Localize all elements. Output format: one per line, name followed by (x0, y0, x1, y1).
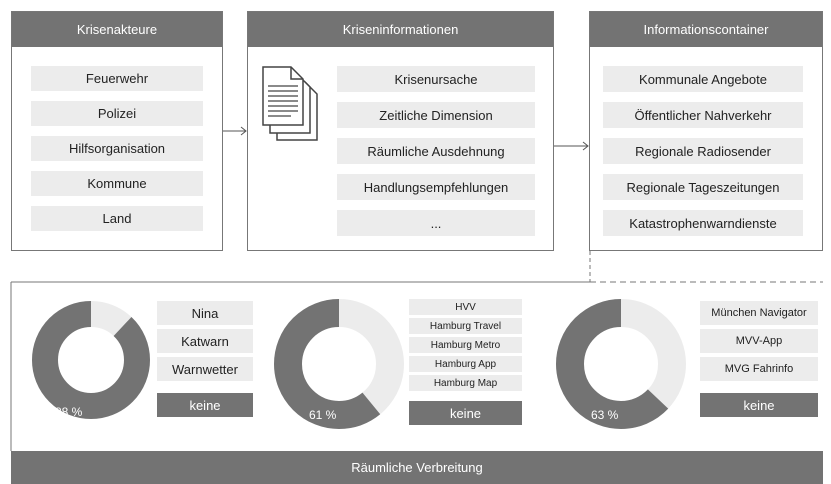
actor-item: Kommune (31, 171, 203, 196)
actor-item: Feuerwehr (31, 66, 203, 91)
donut-3-percent-label: 63 % (591, 408, 619, 422)
legend-app: Katwarn (157, 329, 253, 353)
legend-app: Hamburg App (409, 356, 522, 372)
legend-app: Hamburg Travel (409, 318, 522, 334)
container-item: Regionale Radiosender (603, 138, 803, 164)
legend-app: München Navigator (700, 301, 818, 325)
legend-app: Hamburg Metro (409, 337, 522, 353)
container-item: Kommunale Angebote (603, 66, 803, 92)
donut-chart-2 (274, 299, 404, 429)
container-item: Öffentlicher Nahverkehr (603, 102, 803, 128)
legend-app: MVG Fahrinfo (700, 357, 818, 381)
info-item: Zeitliche Dimension (337, 102, 535, 128)
panel-informationscontainer: Informationscontainer Kommunale Angebote… (589, 11, 823, 251)
arrow-info-to-containers-head (582, 141, 589, 151)
legend-app: HVV (409, 299, 522, 315)
documents-icon (262, 66, 318, 141)
donut-1-value (32, 301, 150, 419)
panel-krisenakteure-title: Krisenakteure (12, 12, 222, 47)
donut-chart-3 (556, 299, 686, 429)
actor-item: Land (31, 206, 203, 231)
legend-none: keine (157, 393, 253, 417)
info-item: Räumliche Ausdehnung (337, 138, 535, 164)
container-item: Katastrophenwarndienste (603, 210, 803, 236)
donut-chart-1 (32, 301, 150, 419)
panel-kriseninformationen-title: Kriseninformationen (248, 12, 553, 47)
panel-informationscontainer-title: Informationscontainer (590, 12, 822, 47)
spatial-distribution-bar: Räumliche Verbreitung (11, 451, 823, 484)
legend-none: keine (700, 393, 818, 417)
donut-3-value (556, 299, 686, 429)
info-item: Krisenursache (337, 66, 535, 92)
legend-none: keine (409, 401, 522, 425)
legend-app: Nina (157, 301, 253, 325)
info-item: ... (337, 210, 535, 236)
arrow-actors-to-info-head (240, 126, 247, 136)
donut-2-value (274, 299, 404, 429)
actor-item: Hilfsorganisation (31, 136, 203, 161)
legend-app: Warnwetter (157, 357, 253, 381)
panel-kriseninformationen: Kriseninformationen Krisenursache Zeitli… (247, 11, 554, 251)
donut-2-percent-label: 61 % (309, 408, 337, 422)
actor-item: Polizei (31, 101, 203, 126)
container-item: Regionale Tageszeitungen (603, 174, 803, 200)
panel-krisenakteure: Krisenakteure Feuerwehr Polizei Hilfsorg… (11, 11, 223, 251)
legend-app: MVV-App (700, 329, 818, 353)
legend-app: Hamburg Map (409, 375, 522, 391)
donut-1-percent-label: 88 % (55, 405, 83, 419)
info-item: Handlungsempfehlungen (337, 174, 535, 200)
